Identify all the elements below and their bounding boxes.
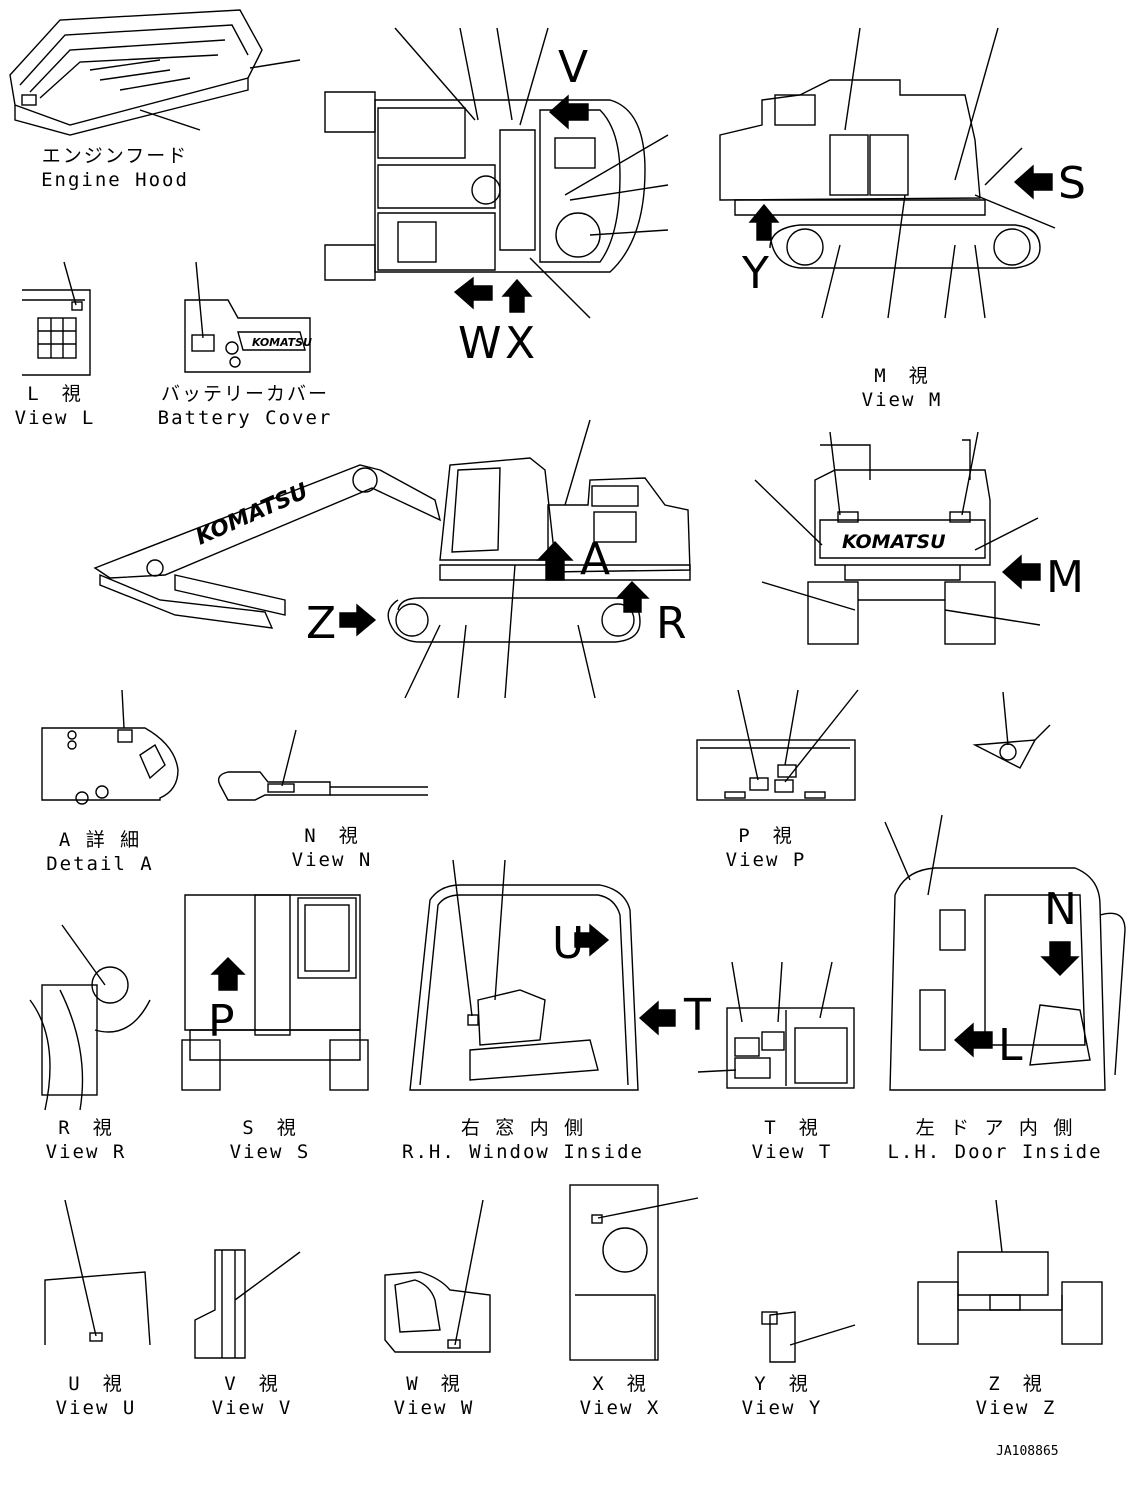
view-t-drawing (697, 961, 855, 1089)
caption-en: View Y (741, 1397, 823, 1419)
top-plan-view-drawing (324, 27, 669, 319)
caption-view-z: Z 視 View Z (956, 1372, 1076, 1420)
lh-door-inside-drawing (884, 814, 1126, 1091)
caption-jp: V 視 (224, 1373, 280, 1395)
view-letter-a: A (580, 534, 611, 585)
battery-cover-drawing: KOMATSU (184, 261, 312, 373)
caption-en: View L (14, 407, 96, 429)
caption-view-t: T 視 View T (732, 1116, 852, 1164)
caption-jp: X 視 (592, 1373, 648, 1395)
caption-en: Battery Cover (157, 407, 333, 429)
caption-jp: U 視 (68, 1373, 124, 1395)
caption-jp: R 視 (58, 1117, 114, 1139)
caption-battery-cover: バッテリーカバー Battery Cover (150, 382, 340, 430)
caption-jp: 左 ド ア 内 側 (915, 1117, 1075, 1139)
view-s-drawing (181, 894, 369, 1091)
view-n-drawing (217, 729, 428, 801)
battery-cover-logo: KOMATSU (252, 336, 312, 349)
caption-jp: バッテリーカバー (160, 383, 329, 405)
caption-jp: Z 視 (988, 1373, 1044, 1395)
caption-jp: Y 視 (754, 1373, 810, 1395)
caption-jp: エンジンフード (41, 145, 189, 167)
view-m-drawing (719, 27, 1056, 319)
caption-en: View Z (975, 1397, 1057, 1419)
view-x-drawing (569, 1184, 699, 1361)
caption-jp: S 視 (242, 1117, 298, 1139)
caption-jp: P 視 (738, 825, 794, 847)
caption-jp: M 視 (874, 365, 930, 387)
caption-view-n: N 視 View N (272, 824, 392, 872)
detail-a-drawing (41, 689, 179, 805)
caption-jp: 右 窓 内 側 (460, 1117, 586, 1139)
view-y-drawing (761, 1311, 856, 1363)
rear-logo: KOMATSU (842, 531, 946, 553)
view-letter-u: U (552, 918, 585, 969)
rear-view-drawing: KOMATSU (754, 431, 1041, 645)
caption-view-y: Y 視 View Y (722, 1372, 842, 1420)
caption-en: View S (229, 1141, 311, 1163)
caption-view-r: R 視 View R (26, 1116, 146, 1164)
view-letter-t: T (684, 990, 711, 1041)
view-letter-s: S (1058, 158, 1086, 209)
caption-en: View N (291, 849, 373, 871)
caption-en: View W (393, 1397, 475, 1419)
view-letter-z: Z (306, 598, 337, 649)
caption-view-x: X 視 View X (560, 1372, 680, 1420)
view-letter-x: X (505, 318, 536, 369)
caption-view-l: L 視 View L (0, 382, 110, 430)
caption-en: View R (45, 1141, 127, 1163)
drawing-code: JA108865 (996, 1444, 1059, 1459)
caption-view-s: S 視 View S (210, 1116, 330, 1164)
caption-rh-window-inside: 右 窓 内 側 R.H. Window Inside (398, 1116, 648, 1164)
engine-hood-drawing (9, 9, 301, 136)
caption-jp: L 視 (27, 383, 83, 405)
view-v-drawing (194, 1249, 301, 1359)
caption-view-w: W 視 View W (374, 1372, 494, 1420)
view-p-drawing (696, 689, 859, 801)
view-r-drawing (29, 924, 151, 1111)
caption-en: View V (211, 1397, 293, 1419)
view-letter-v: V (558, 42, 589, 93)
view-letter-m: M (1046, 552, 1084, 603)
view-letter-l: L (998, 1020, 1023, 1071)
caption-view-v: V 視 View V (192, 1372, 312, 1420)
view-l-drawing (22, 261, 91, 376)
caption-view-p: P 視 View P (706, 824, 826, 872)
view-letter-n: N (1044, 884, 1077, 935)
caption-jp: A 詳 細 (58, 829, 142, 851)
caption-jp: T 視 (764, 1117, 820, 1139)
caption-en: Detail A (46, 853, 154, 875)
boom-logo: KOMATSU (192, 479, 312, 551)
caption-en: Engine Hood (41, 169, 189, 191)
caption-en: View M (861, 389, 943, 411)
caption-jp: N 視 (304, 825, 360, 847)
view-letter-p: P (208, 996, 235, 1047)
caption-en: View U (55, 1397, 137, 1419)
view-u-drawing (44, 1199, 151, 1346)
handle-detail-drawing (972, 691, 1051, 769)
view-letter-w: W (458, 318, 502, 369)
view-w-drawing (384, 1199, 491, 1353)
caption-detail-a: A 詳 細 Detail A (40, 828, 160, 876)
caption-view-m: M 視 View M (842, 364, 962, 412)
caption-en: View T (751, 1141, 833, 1163)
rh-window-inside-drawing (409, 859, 676, 1091)
caption-view-u: U 視 View U (36, 1372, 156, 1420)
caption-engine-hood: エンジンフード Engine Hood (30, 144, 200, 192)
caption-lh-door-inside: 左 ド ア 内 側 L.H. Door Inside (880, 1116, 1110, 1164)
caption-en: View X (579, 1397, 661, 1419)
view-z-drawing (917, 1199, 1103, 1345)
caption-jp: W 視 (406, 1373, 462, 1395)
caption-en: View P (725, 849, 807, 871)
caption-en: L.H. Door Inside (887, 1141, 1103, 1163)
caption-en: R.H. Window Inside (402, 1141, 644, 1163)
view-letter-y: Y (742, 248, 769, 299)
view-letter-r: R (656, 598, 687, 649)
